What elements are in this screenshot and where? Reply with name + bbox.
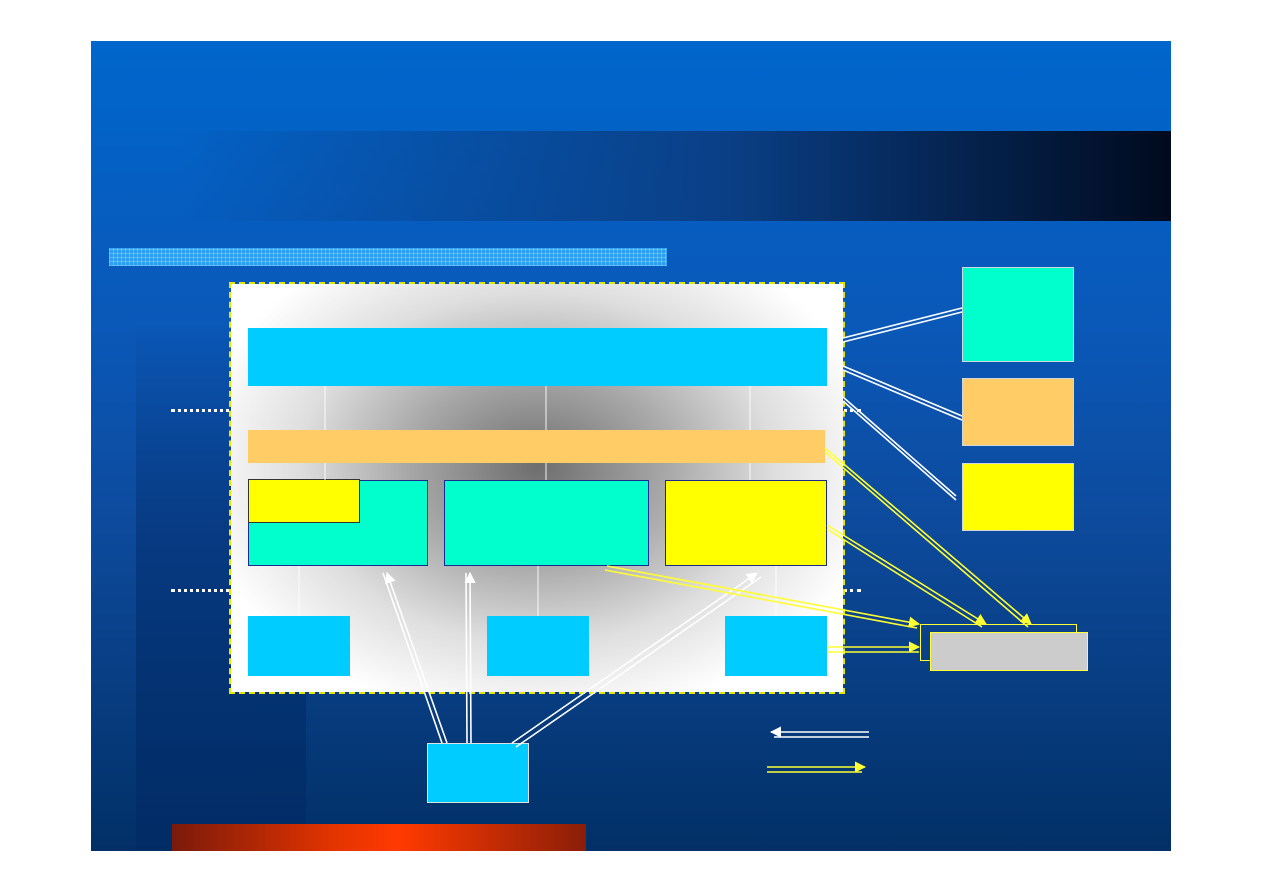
cyan-box-bottom-left: [248, 616, 350, 676]
grey-target-box: [930, 632, 1088, 671]
yellow-arrow: [767, 761, 867, 773]
cyan-box-bottom-right: [725, 616, 827, 676]
legend-aqua-box: [962, 267, 1074, 362]
white-arrow: [769, 726, 869, 738]
yellow-box-right: [665, 480, 827, 566]
cyan-box-bottom-middle: [487, 616, 589, 676]
aqua-box-middle: [444, 480, 649, 566]
white-links-top: [842, 307, 963, 501]
legend-yellow-box: [962, 463, 1074, 531]
cyan-box-source: [427, 743, 529, 803]
footer-bar: [172, 824, 586, 851]
orange-bar: [248, 430, 825, 463]
yellow-inset-box: [248, 479, 360, 523]
header-band: [181, 131, 1171, 221]
top-cyan-bar: [248, 328, 827, 386]
dotted-band: [109, 248, 667, 266]
legend-orange-box: [962, 378, 1074, 446]
slide: [91, 41, 1171, 851]
